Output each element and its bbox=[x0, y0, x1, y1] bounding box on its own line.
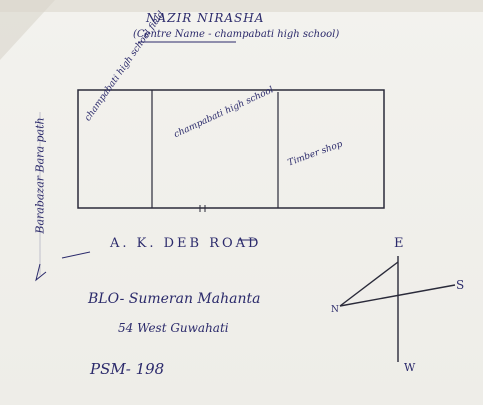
direction-east: E bbox=[394, 236, 404, 251]
plot-boundary bbox=[77, 89, 385, 209]
paper-top-edge bbox=[0, 0, 483, 12]
compass-horizontal-line bbox=[339, 284, 456, 307]
blo-name: BLO- Sumeran Mahanta bbox=[88, 291, 261, 307]
direction-west: W bbox=[404, 361, 416, 374]
compass-diagonal-line bbox=[339, 261, 399, 307]
centre-name: (Centre Name - champabati high school) bbox=[133, 29, 340, 40]
side-arrow bbox=[35, 263, 47, 282]
pointer-arrow-line bbox=[61, 251, 91, 259]
psm-number: PSM- 198 bbox=[90, 360, 165, 378]
paper-folded-corner bbox=[0, 0, 55, 60]
side-road-label: Barabazar Bara path bbox=[33, 117, 47, 234]
page-title: NAZIR NIRASHA bbox=[146, 11, 265, 25]
direction-north: N bbox=[331, 305, 339, 315]
ward-name: 54 West Guwahati bbox=[118, 321, 229, 335]
road-label: A. K. DEB ROAD bbox=[110, 236, 262, 251]
direction-south: S bbox=[456, 278, 465, 292]
